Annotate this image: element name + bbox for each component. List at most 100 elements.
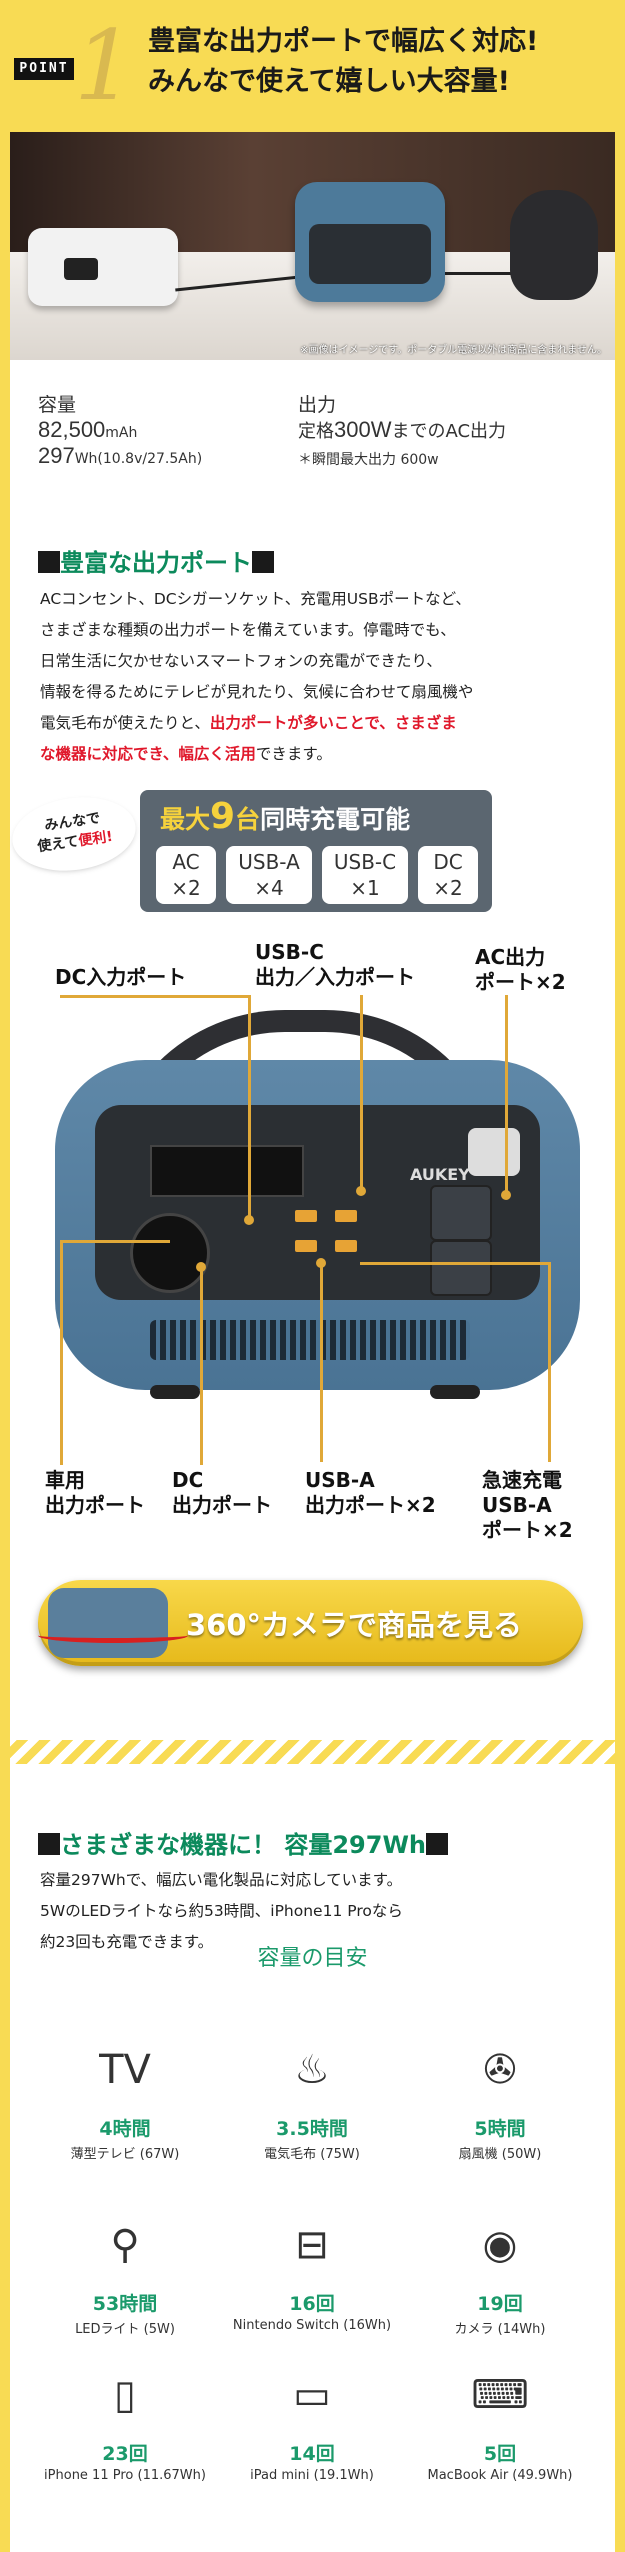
device-item: ⊟ 16回 Nintendo Switch (16Wh) (212, 2205, 412, 2333)
led-lamp-icon: ⚲ (110, 2222, 140, 2268)
ac-outlet (430, 1240, 492, 1296)
leader-line (60, 1240, 63, 1465)
device-capacity-value: 16回 (289, 2293, 335, 2315)
output-peak: ＊瞬間最大出力 600w (298, 452, 439, 468)
smartphone-icon: ▯ (113, 2372, 136, 2418)
capacity-left: 容量 82,500mAh 297Wh(10.8v/27.5Ah) (38, 390, 288, 469)
header-title-line1: 豊富な出力ポートで幅広く対応! (148, 26, 539, 57)
device-capacity-value: 53時間 (92, 2293, 158, 2315)
led-lamp (468, 1128, 520, 1176)
device-name: 薄型テレビ (67W) (70, 2147, 180, 2162)
projector-image (28, 228, 178, 306)
usb-a-port (295, 1210, 317, 1222)
view-360-button[interactable]: 360°カメラで商品を見る (38, 1580, 583, 1666)
device-name: Nintendo Switch (16Wh) (232, 2318, 392, 2333)
device-name: 電気毛布 (75W) (264, 2147, 360, 2162)
leader-line (60, 1240, 170, 1243)
port-chip-usb-a: USB-A×4 (226, 846, 312, 904)
device-capacity-value: 3.5時間 (276, 2118, 348, 2140)
product-thumbnail (48, 1588, 168, 1658)
device-capacity-value: 19回 (477, 2293, 523, 2315)
output-rated: 定格300WまでのAC出力 (298, 417, 507, 442)
device-item: ⌨ 5回 MacBook Air (49.9Wh) (400, 2355, 600, 2483)
leader-line (548, 1262, 551, 1462)
device-name: iPhone 11 Pro (11.67Wh) (44, 2468, 206, 2483)
ports-paragraph: ACコンセント、DCシガーソケット、充電用USBポートなど、 さまざまな種類の出… (40, 590, 474, 763)
leader-dot (501, 1190, 511, 1200)
game-console-icon: ⊟ (295, 2222, 329, 2268)
leader-line (505, 995, 508, 1195)
output-label: 出力 (298, 394, 337, 416)
ac-outlet (430, 1185, 492, 1241)
device-item: TV 4時間薄型テレビ (67W) (25, 2030, 225, 2162)
square-icon (38, 551, 60, 573)
foot (150, 1385, 200, 1399)
speaker-image (510, 190, 598, 300)
leader-dot (316, 1258, 326, 1268)
capacity-paragraph: 容量297Whで、幅広い電化製品に対応しています。 5WのLEDライトなら約53… (40, 1871, 403, 1951)
leader-line (200, 1265, 203, 1465)
leader-line (320, 1262, 323, 1462)
power-station-image (295, 182, 445, 302)
view-360-label: 360°カメラで商品を見る (186, 1608, 523, 1642)
photo-note: ※画像はイメージです。ポータブル電源以外は商品に含まれません。 (300, 345, 607, 356)
header-title: 豊富な出力ポートで幅広く対応! みんなで使えて嬉しい大容量! (148, 22, 608, 102)
capacity-label: 容量 (38, 394, 77, 416)
leader-line (248, 995, 251, 1220)
tablet-icon: ▭ (293, 2372, 331, 2418)
foot (430, 1385, 480, 1399)
leader-line (360, 995, 363, 1190)
port-chip-ac: AC×2 (156, 846, 216, 904)
point-number: 1 (74, 10, 136, 122)
lcd-display (150, 1145, 304, 1197)
camera-icon: ◉ (482, 2222, 518, 2268)
brand-logo: AUKEY (410, 1165, 470, 1184)
capacity-heading: さまざまな機器に！ 容量297Wh (38, 1825, 449, 1860)
product-photo: ※画像はイメージです。ポータブル電源以外は商品に含まれません。 (10, 132, 615, 360)
cable (440, 272, 515, 275)
vent-grille (150, 1320, 470, 1360)
rotate-arrow-icon (38, 1628, 188, 1643)
device-capacity-value: 5回 (483, 2443, 517, 2465)
label-car-output: 車用出力ポート (45, 1468, 145, 1517)
device-capacity-value: 5時間 (474, 2118, 526, 2140)
leader-dot (196, 1262, 206, 1272)
label-ac-output: AC出力ポート×2 (475, 945, 566, 994)
leader-dot (244, 1215, 254, 1225)
device-capacity-value: 14回 (289, 2443, 335, 2465)
charge-title: 最大9台同時充電可能 (160, 796, 411, 837)
capacity-mah: 82,500mAh (38, 417, 138, 442)
point-badge: POINT (14, 58, 74, 80)
output-right: 出力 定格300WまでのAC出力 ＊瞬間最大出力 600w (298, 390, 598, 469)
tv-icon: TV (99, 2047, 151, 2093)
device-capacity-value: 4時間 (99, 2118, 151, 2140)
electric-blanket-icon: ♨ (294, 2047, 330, 2093)
square-icon (38, 1833, 60, 1855)
device-name: 扇風機 (50W) (458, 2147, 542, 2162)
port-chip-dc: DC×2 (418, 846, 478, 904)
device-item: ◉19回カメラ (14Wh) (400, 2205, 600, 2337)
device-item: ✇5時間扇風機 (50W) (400, 2030, 600, 2162)
leader-line (360, 1262, 550, 1265)
usb-a-port (295, 1240, 317, 1252)
divider-stripe (10, 1740, 615, 1764)
port-chip-usb-c: USB-C×1 (322, 846, 408, 904)
ports-heading: 豊富な出力ポート (38, 543, 274, 578)
label-dc-input: DC入力ポート (55, 965, 187, 989)
usb-a-port (335, 1240, 357, 1252)
device-name: LEDライト (5W) (75, 2322, 175, 2337)
device-name: MacBook Air (49.9Wh) (427, 2468, 573, 2483)
car-socket-port (130, 1213, 210, 1293)
square-icon (426, 1833, 449, 1855)
usb-a-port (335, 1210, 357, 1222)
header-title-line2: みんなで使えて嬉しい大容量! (148, 66, 510, 97)
device-item: ♨ 3.5時間電気毛布 (75W) (212, 2030, 412, 2162)
leader-dot (356, 1186, 366, 1196)
laptop-icon: ⌨ (471, 2372, 529, 2418)
